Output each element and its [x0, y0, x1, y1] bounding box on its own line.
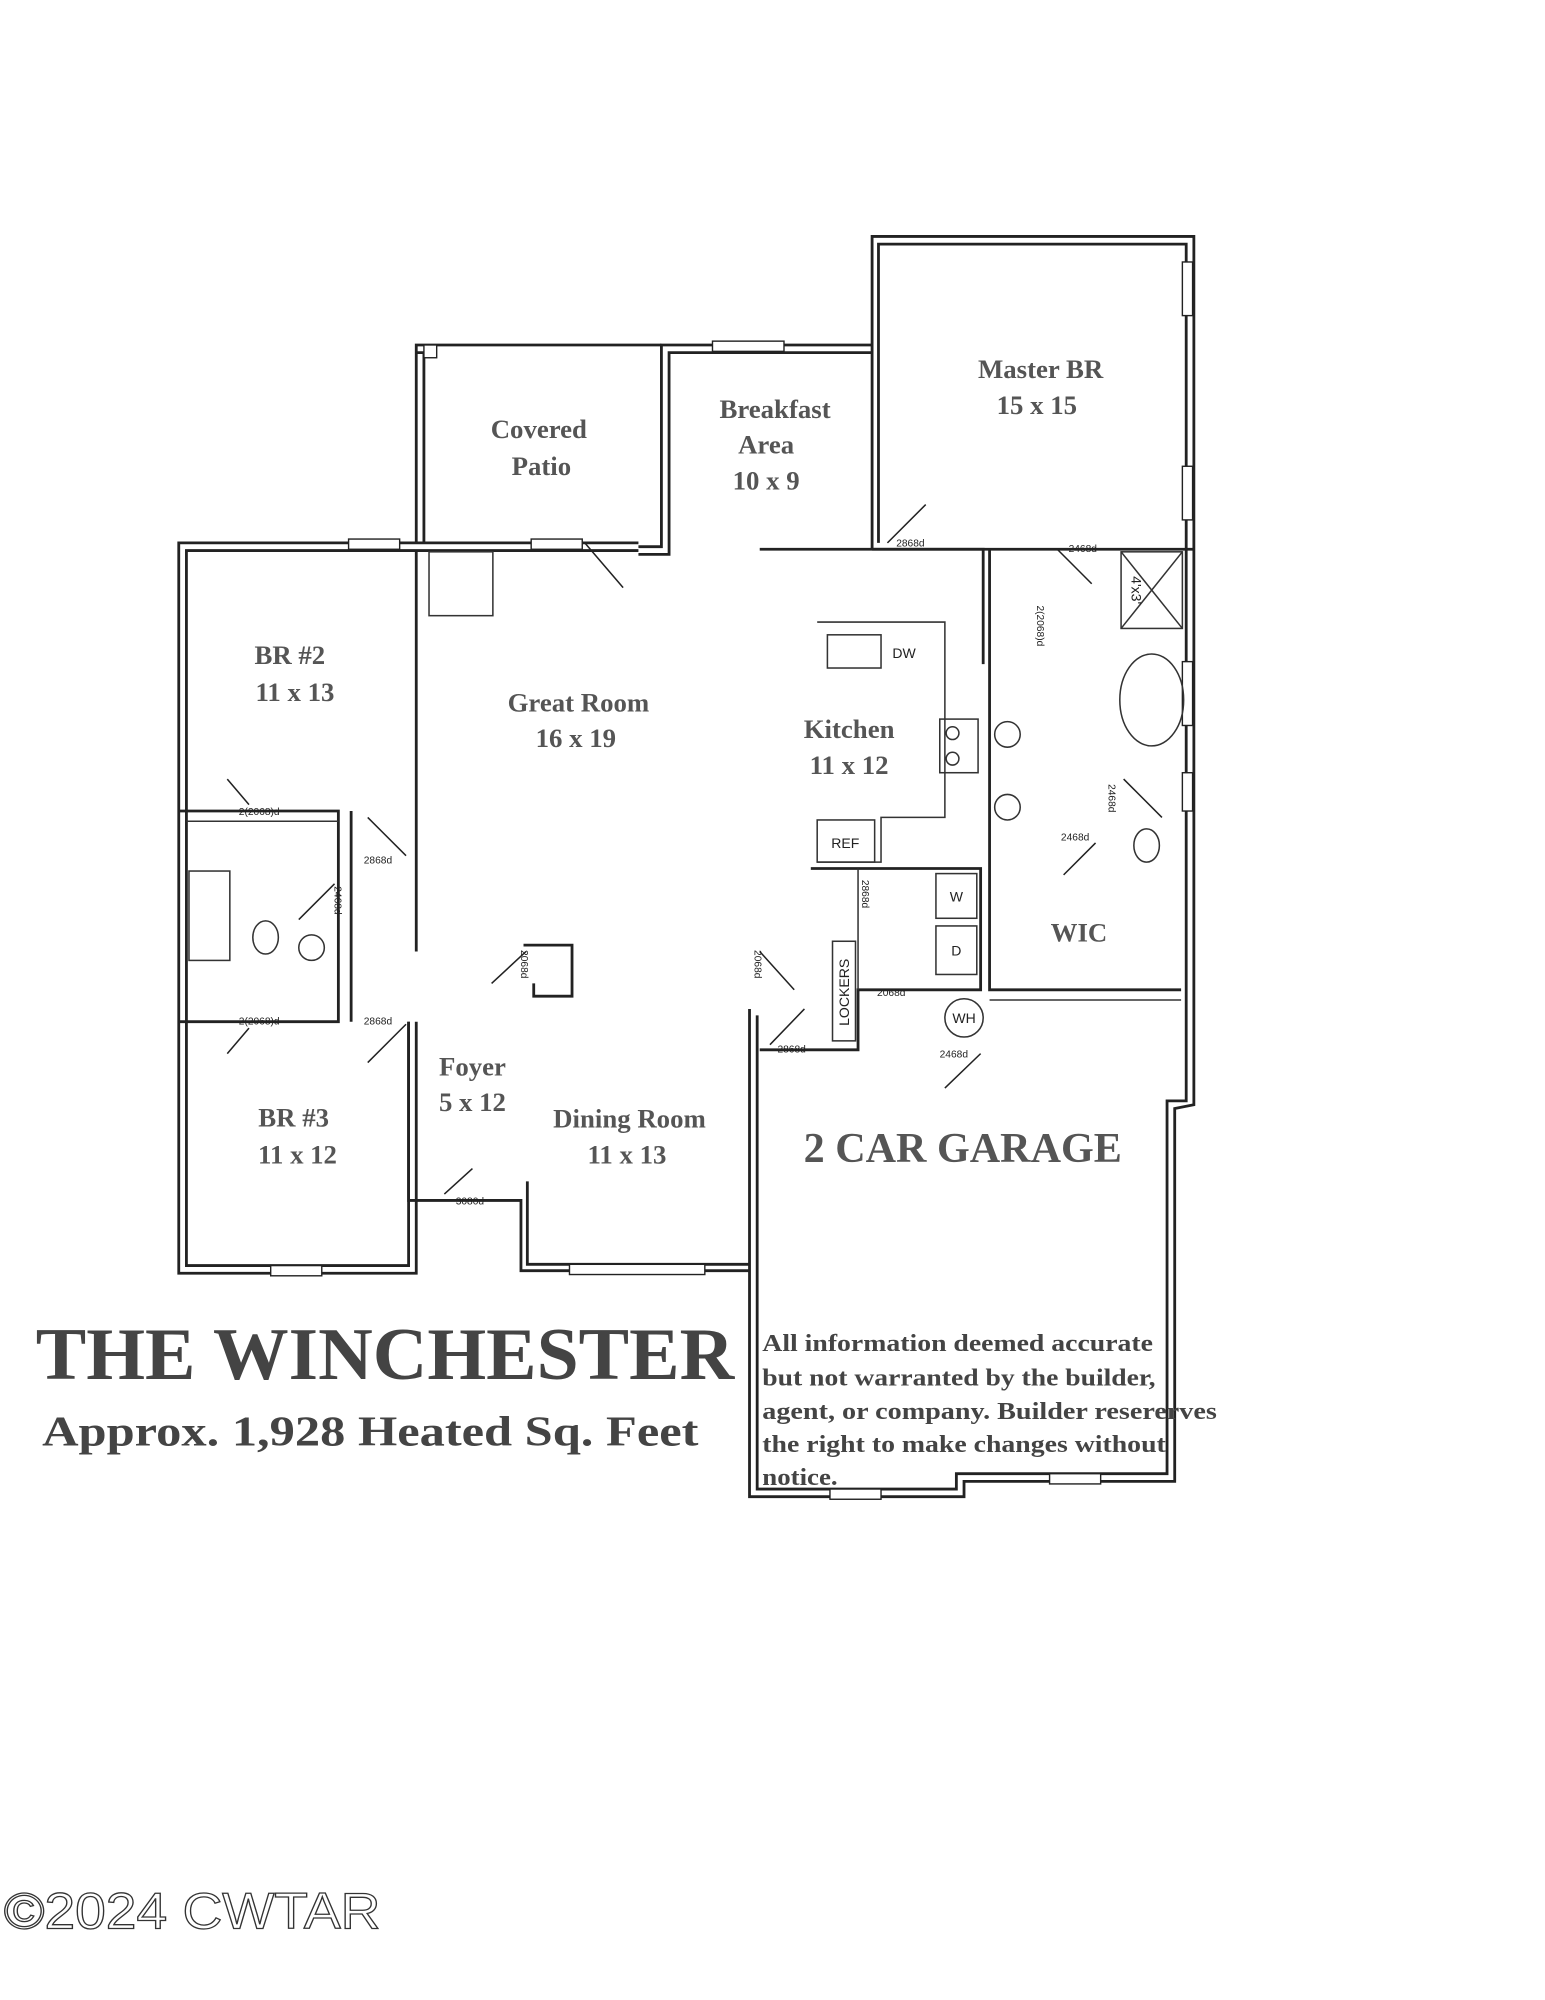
- covered-patio-label: Covered: [491, 414, 587, 444]
- door-tag: 2868d: [777, 1044, 806, 1055]
- copyright-watermark: ©2024 CWTAR: [4, 1882, 381, 1939]
- water-heater-label: WH: [952, 1010, 975, 1026]
- disclaimer-line: but not warranted by the builder,: [762, 1365, 1155, 1392]
- door-tag: 2868d: [364, 1016, 393, 1027]
- br3-label: BR #3: [258, 1102, 329, 1132]
- plan-subtitle: Approx. 1,928 Heated Sq. Feet: [42, 1409, 698, 1456]
- disclaimer-line: notice.: [762, 1464, 837, 1491]
- refrigerator-label: REF: [831, 835, 859, 851]
- wic-label: WIC: [1051, 917, 1108, 947]
- walls: [177, 235, 1196, 1499]
- breakfast-area-label-2: Area: [738, 430, 794, 460]
- master-br-size: 15 x 15: [997, 390, 1077, 420]
- plan-title: THE WINCHESTER: [36, 1314, 736, 1396]
- br2-size: 11 x 13: [255, 677, 334, 707]
- door-swings: [226, 504, 1163, 1195]
- washer-label: W: [950, 889, 964, 905]
- door-tag: 2(2068)d: [1034, 605, 1045, 646]
- door-tag: 2068d: [518, 950, 529, 979]
- dryer-label: D: [951, 942, 961, 958]
- master-br-label: Master BR: [978, 354, 1104, 384]
- kitchen-size: 11 x 12: [810, 750, 889, 780]
- dishwasher-label: DW: [892, 645, 916, 661]
- disclaimer-line: All information deemed accurate: [762, 1330, 1153, 1357]
- foyer-size: 5 x 12: [439, 1087, 506, 1117]
- disclaimer: All information deemed accurate but not …: [762, 1330, 1217, 1491]
- breakfast-area-size: 10 x 9: [733, 465, 800, 495]
- br3-size: 11 x 12: [258, 1139, 337, 1169]
- covered-patio-label-2: Patio: [512, 451, 572, 481]
- door-tag: 2868d: [859, 880, 870, 909]
- door-tag: 2468d: [332, 886, 343, 915]
- shower-label: 4'x3': [1128, 576, 1144, 604]
- door-tag: 2868d: [364, 855, 393, 866]
- windows: [269, 261, 1194, 1500]
- door-tag: 2468d: [1105, 784, 1116, 813]
- br2-label: BR #2: [254, 640, 325, 670]
- dining-room-size: 11 x 13: [587, 1139, 666, 1169]
- disclaimer-line: the right to make changes without: [762, 1431, 1165, 1458]
- great-room-size: 16 x 19: [536, 723, 616, 753]
- great-room-label: Great Room: [508, 687, 650, 717]
- door-tag: 2068d: [877, 988, 906, 999]
- dining-room-label: Dining Room: [553, 1104, 706, 1134]
- fixtures: [188, 551, 1185, 1042]
- kitchen-label: Kitchen: [804, 714, 895, 744]
- foyer-label: Foyer: [439, 1051, 506, 1081]
- door-tag: 3080d: [456, 1196, 485, 1207]
- door-tag: 2468d: [1061, 832, 1090, 843]
- door-tag: 2468d: [1069, 544, 1098, 555]
- door-tag: 2(2068)d: [239, 807, 280, 818]
- door-tag: 2(2068)d: [239, 1016, 280, 1027]
- door-tag: 2868d: [896, 539, 925, 550]
- breakfast-area-label: Breakfast: [719, 394, 830, 424]
- disclaimer-line: agent, or company. Builder resererves: [762, 1398, 1217, 1425]
- lockers-label: LOCKERS: [836, 959, 852, 1026]
- door-tag: 2468d: [940, 1049, 969, 1060]
- garage-label: 2 CAR GARAGE: [804, 1125, 1122, 1172]
- door-tag: 2068d: [752, 950, 763, 979]
